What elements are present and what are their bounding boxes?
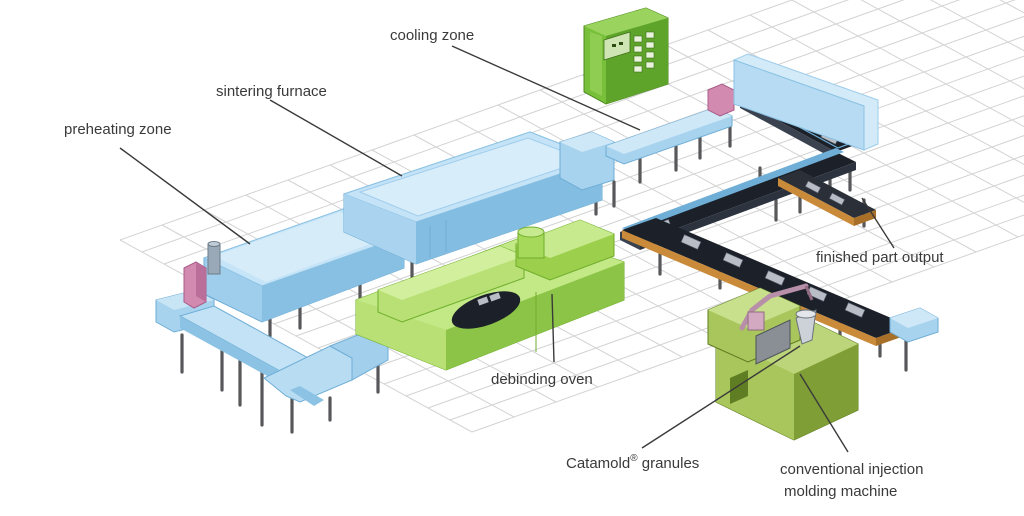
grid-line — [405, 174, 1024, 397]
debinding-oven — [355, 219, 625, 371]
grid-line — [449, 214, 1024, 421]
preheating-stack — [207, 243, 221, 275]
label-cooling-zone: cooling zone — [390, 27, 474, 44]
label-injection-machine-line2: molding machine — [784, 483, 897, 500]
finished-part-conveyor — [778, 170, 876, 226]
back-wall-panel — [732, 53, 879, 151]
leader-catamold-granules — [641, 345, 801, 449]
label-granules: granules — [642, 455, 700, 472]
grid-line — [163, 0, 905, 265]
leader-debinding-oven — [551, 293, 555, 363]
leader-lines — [119, 45, 895, 453]
label-sintering-furnace: sintering furnace — [216, 83, 327, 100]
sintering-line — [183, 83, 735, 323]
label-catamold-registered-mark: ® — [630, 453, 638, 464]
leader-injection-machine — [799, 373, 849, 453]
control-cabinet — [583, 7, 669, 105]
leader-finished-part-output — [861, 197, 895, 249]
grid-line — [929, 0, 1024, 52]
grid-line — [141, 0, 850, 253]
labels: cooling zone sintering furnace preheatin… — [64, 27, 944, 500]
grid-line — [273, 55, 1024, 325]
label-debinding-oven: debinding oven — [491, 371, 593, 388]
preheating-conveyor — [155, 289, 389, 406]
oven-window — [451, 291, 521, 329]
grid-line — [471, 234, 1024, 433]
grid-line — [119, 0, 794, 241]
leader-cooling-zone — [451, 45, 641, 131]
leader-sintering-furnace — [269, 99, 403, 177]
label-catamold: Catamold — [566, 455, 630, 472]
label-preheating-zone: preheating zone — [64, 121, 172, 138]
part-trays-output — [680, 234, 866, 318]
label-catamold-granules: Catamold® granules — [566, 453, 699, 472]
grid-line — [427, 194, 1024, 409]
label-finished-part-output: finished part output — [816, 249, 944, 266]
label-injection-machine-line1: conventional injection — [780, 461, 923, 478]
injection-molding-machine — [707, 283, 859, 441]
leader-preheating-zone — [119, 147, 251, 245]
